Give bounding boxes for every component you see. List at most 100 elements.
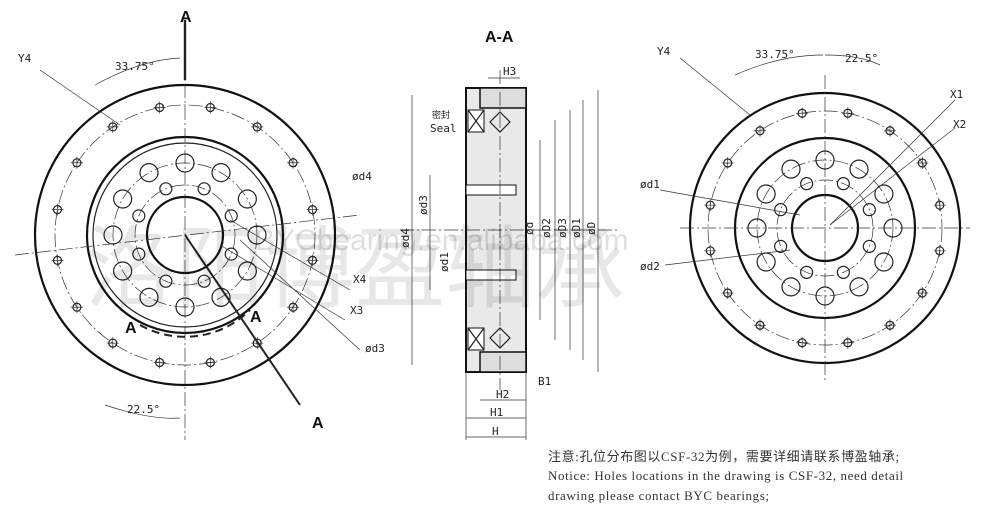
x3-label: X3 xyxy=(350,304,363,317)
hole-centerline xyxy=(106,120,119,133)
x4-label: X4 xyxy=(353,273,367,286)
hole-centerline xyxy=(933,199,946,212)
notice-en-line2: drawing please contact BYC bearings; xyxy=(548,488,770,503)
hole-centerline xyxy=(51,203,64,216)
bolt-hole xyxy=(159,182,173,196)
angle-33-label: 33.75° xyxy=(755,48,795,61)
bolt-hole xyxy=(774,203,788,217)
y4-label: Y4 xyxy=(657,45,671,58)
bolt-hole xyxy=(224,209,238,223)
hole-centerline xyxy=(916,287,929,300)
section-view-a-a: A-A H3 密封 Seal ød4 ød3 ød1 ød øD2 xyxy=(399,29,620,440)
hole-centerline xyxy=(721,156,734,169)
bolt-hole xyxy=(237,261,257,281)
bolt-hole xyxy=(113,189,133,209)
seal-cn-label: 密封 xyxy=(432,109,450,121)
bolt-hole xyxy=(874,184,894,204)
notice-en-line1: Notice: Holes locations in the drawing i… xyxy=(548,468,904,483)
bolt-hole xyxy=(197,274,211,288)
angle-22-label: 22.5° xyxy=(845,52,878,65)
d4-label: ød4 xyxy=(352,170,372,183)
hole-centerline xyxy=(753,124,766,137)
bolt-hole xyxy=(781,277,801,297)
bolt-hole xyxy=(774,239,788,253)
hole-centerline xyxy=(251,120,264,133)
b1-label: B1 xyxy=(538,375,551,388)
hole-centerline xyxy=(287,156,300,169)
angle-22-label: 22.5° xyxy=(127,403,160,416)
hole-centerline xyxy=(153,356,166,369)
bolt-hole xyxy=(132,247,146,261)
hole-centerline xyxy=(841,107,854,120)
bolt-hole xyxy=(756,184,776,204)
watermark-url: BYCbearing.en.alibaba.com xyxy=(255,224,629,257)
hole-centerline xyxy=(106,337,119,350)
angle-33-label: 33.75° xyxy=(115,60,155,73)
hole-centerline xyxy=(704,244,717,257)
notice-cn: 注意:孔位分布图以CSF-32为例，需要详细请联系博盈轴承; xyxy=(548,449,900,464)
hole-centerline xyxy=(204,356,217,369)
bolt-hole xyxy=(103,225,123,245)
d-label: ød xyxy=(523,222,536,235)
bolt-hole xyxy=(224,247,238,261)
h3-label: H3 xyxy=(503,65,516,78)
D1-label: øD1 xyxy=(570,218,583,238)
hole-centerline xyxy=(796,107,809,120)
hole-centerline xyxy=(287,301,300,314)
h2-label: H2 xyxy=(496,388,509,401)
bolt-hole xyxy=(862,203,876,217)
hole-centerline xyxy=(704,199,717,212)
watermark-cn: 洛阳博盈轴承 xyxy=(85,217,625,322)
bolt-hole xyxy=(849,277,869,297)
D2-label: øD2 xyxy=(540,218,553,238)
bolt-hole xyxy=(849,159,869,179)
hole-centerline xyxy=(153,101,166,114)
hole-centerline xyxy=(884,124,897,137)
bolt-hole xyxy=(836,177,850,191)
hole-centerline xyxy=(306,203,319,216)
hole-centerline xyxy=(204,101,217,114)
hole-centerline xyxy=(796,336,809,349)
hole-centerline xyxy=(721,287,734,300)
bolt-hole xyxy=(159,274,173,288)
hole-centerline xyxy=(51,254,64,267)
bolt-hole xyxy=(237,189,257,209)
y4-label: Y4 xyxy=(18,52,32,65)
bolt-hole xyxy=(862,239,876,253)
d1-label: ød1 xyxy=(438,252,451,272)
bolt-hole xyxy=(800,265,814,279)
d2-label: ød2 xyxy=(640,260,660,273)
d1-label: ød1 xyxy=(640,178,660,191)
hole-centerline xyxy=(306,254,319,267)
cut-label-bottom: A xyxy=(312,415,324,432)
d4-label: ød4 xyxy=(399,228,412,248)
bolt-hole xyxy=(836,265,850,279)
D-label: øD xyxy=(585,222,598,235)
h1-label: H1 xyxy=(490,406,503,419)
bolt-hole xyxy=(800,177,814,191)
x2-label: X2 xyxy=(953,118,966,131)
h-label: H xyxy=(492,425,499,438)
cut-label-left: A xyxy=(125,320,137,337)
hole-centerline xyxy=(70,156,83,169)
bolt-hole xyxy=(247,225,267,245)
hole-centerline xyxy=(70,301,83,314)
hole-centerline xyxy=(916,156,929,169)
left-front-view: A A A A Y4 33.75° 22.5° ød4 X4 X3 ød3 xyxy=(14,9,385,440)
hole-centerline xyxy=(933,244,946,257)
hole-centerline xyxy=(841,336,854,349)
right-front-view: Y4 33.75° 22.5° X1 X2 ød1 ød2 xyxy=(640,45,970,380)
hole-centerline xyxy=(753,319,766,332)
x1-label: X1 xyxy=(950,88,963,101)
D3-label: øD3 xyxy=(556,218,569,238)
seal-en-label: Seal xyxy=(430,122,457,135)
d3-label: ød3 xyxy=(417,195,430,215)
bolt-hole xyxy=(139,287,159,307)
d3-label: ød3 xyxy=(365,342,385,355)
bolt-hole xyxy=(139,163,159,183)
bolt-hole xyxy=(132,209,146,223)
bolt-hole xyxy=(211,163,231,183)
bolt-hole xyxy=(197,182,211,196)
bolt-hole xyxy=(874,252,894,272)
